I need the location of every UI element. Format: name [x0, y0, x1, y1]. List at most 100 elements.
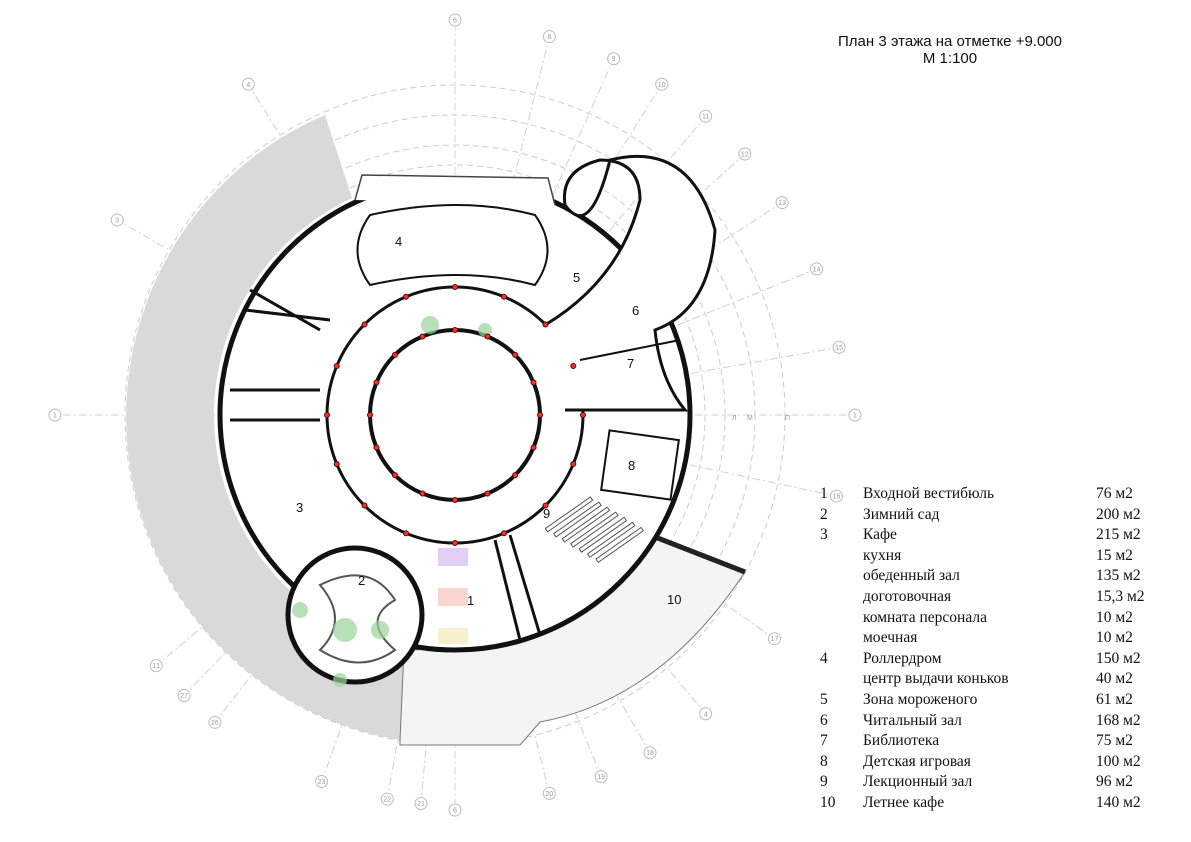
axis-label: 16: [833, 494, 841, 501]
axis-label: 23: [318, 779, 326, 786]
axis-bubble: [448, 13, 462, 27]
axis-label: 14: [813, 266, 821, 273]
legend-area: 200 м2: [1096, 505, 1141, 523]
axis-bubble: [315, 774, 329, 788]
legend-label: Входной вестибюль: [863, 485, 995, 502]
axis-l: Л: [732, 415, 737, 422]
column-marker: [361, 502, 368, 509]
roller-rink-track: [356, 204, 549, 287]
legend-label: Зимний сад: [863, 505, 940, 523]
legend-num: 9: [820, 773, 828, 791]
column-marker: [367, 412, 373, 418]
axis-label: 20: [545, 791, 553, 798]
column-marker: [570, 460, 577, 467]
column-marker: [333, 460, 340, 467]
legend-num: 3: [820, 526, 828, 544]
axis-bubble: [149, 659, 163, 673]
axis-label: 11: [153, 663, 160, 670]
title-line: План 3 этажа на отметке +9.000: [838, 33, 1062, 50]
legend-num: [820, 546, 863, 567]
axis-bubble: [829, 489, 843, 503]
axis-bubble: [48, 408, 62, 422]
column-marker: [537, 412, 543, 418]
column-marker: [512, 351, 519, 358]
grid-ring: [124, 84, 786, 746]
seat-row: [553, 501, 602, 538]
legend-row: обеденный зал 135 м2: [820, 566, 1145, 587]
room-5-label: 5: [573, 270, 580, 285]
legend-num: [820, 628, 863, 649]
room-1-label: 1: [467, 593, 474, 608]
axis-label: 17: [771, 636, 779, 643]
axis-bubble: [655, 77, 669, 91]
column-marker: [452, 497, 458, 503]
column-marker: [419, 490, 426, 497]
legend-label: Летнее кафе: [863, 793, 945, 811]
seat-row: [578, 516, 628, 553]
axis-label: 11: [702, 114, 709, 121]
kids-room-rect: [600, 429, 680, 501]
entrance-mark-yellow: [438, 628, 468, 644]
trees: [292, 316, 492, 687]
legend-num: 8: [820, 752, 828, 770]
room-7-label: 7: [627, 356, 634, 371]
legend-num: [820, 669, 863, 690]
entrance-mark-pink: [438, 588, 468, 606]
axis-bubble: [699, 707, 713, 721]
entrance-mark-purple: [438, 548, 468, 566]
column-marker: [373, 379, 380, 386]
column-marker: [324, 412, 330, 418]
seat-row: [595, 526, 645, 563]
legend-area: 96 м2: [1096, 773, 1133, 791]
legend-area: 40 м2: [1096, 670, 1133, 688]
axis-label: 26: [211, 720, 219, 727]
legend-area: 15,3 м2: [1096, 587, 1145, 605]
legend-label: доготовочная: [863, 587, 952, 605]
seat-row: [561, 506, 611, 543]
legend-num: 4: [820, 649, 828, 667]
legend-area: 140 м2: [1096, 793, 1141, 811]
legend-row: 9 Лекционный зал 96 м2: [820, 772, 1145, 793]
axis-label: 6: [453, 18, 457, 25]
axis-label: 6: [453, 808, 457, 815]
axis-label: 12: [741, 152, 749, 159]
axis-label: 22: [383, 797, 391, 804]
seat-row: [544, 496, 594, 533]
room-8-label: 8: [628, 458, 635, 473]
legend-label: моечная: [863, 629, 918, 647]
axis-bubble: [594, 770, 608, 784]
legend-label: обеденный зал: [863, 567, 960, 585]
legend-area: 10 м2: [1096, 608, 1133, 626]
axis-bubble: [208, 715, 222, 729]
legend-area: 215 м2: [1096, 526, 1141, 544]
column-marker: [542, 321, 549, 328]
legend-label: Лекционный зал: [863, 773, 973, 791]
room-9-label: 9: [543, 506, 550, 521]
axis-bubble: [767, 632, 781, 646]
legend-label: кухня: [863, 546, 902, 564]
legend-area: 61 м2: [1096, 690, 1133, 708]
legend-num: 5: [820, 690, 828, 708]
legend-area: 135 м2: [1096, 567, 1141, 585]
axis-bubble: [832, 340, 846, 354]
axis-bubble: [643, 746, 657, 760]
legend-num: 1: [820, 485, 828, 502]
reading-room-spiral: [544, 154, 717, 412]
legend-label: Читальный зал: [863, 711, 962, 729]
column-marker: [484, 333, 491, 340]
column-marker: [500, 530, 507, 537]
lecture-seating: [544, 496, 645, 563]
legend-row: кухня 15 м2: [820, 546, 1145, 567]
column-marker: [570, 363, 577, 370]
legend-area: 15 м2: [1096, 546, 1133, 564]
legend-num: 6: [820, 711, 828, 729]
